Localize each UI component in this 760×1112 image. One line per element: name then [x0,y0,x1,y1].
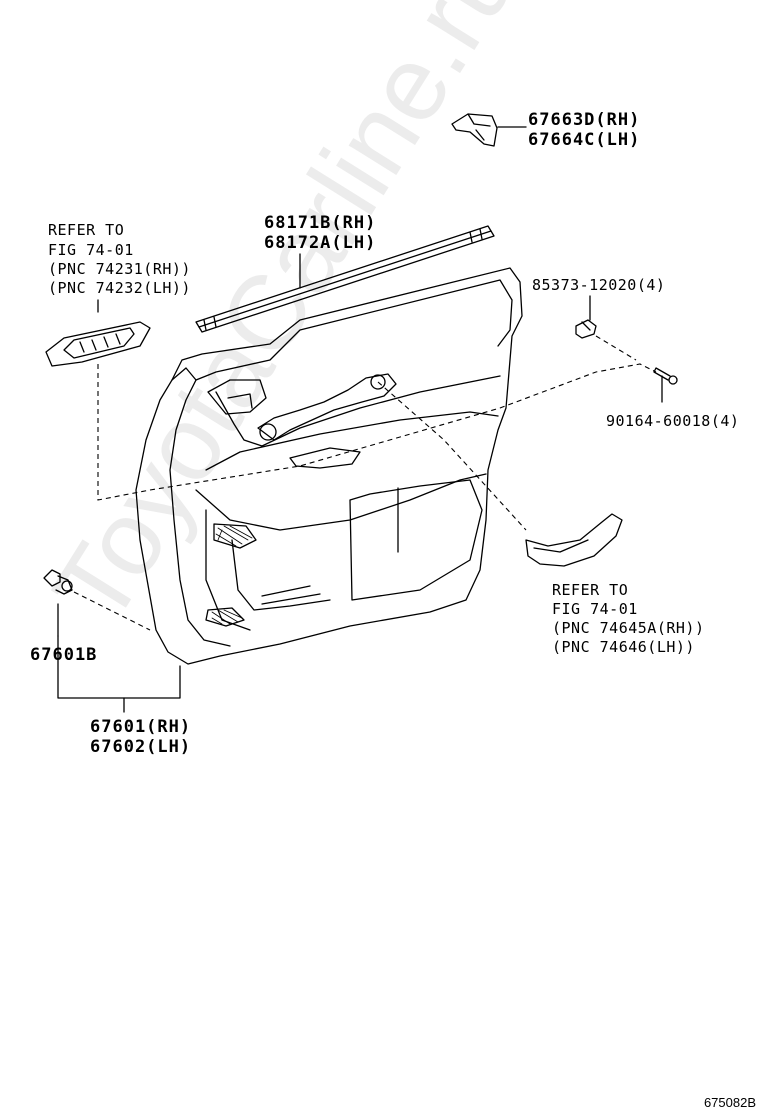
label-handle-refer-2: FIG 74-01 [552,600,638,618]
label-panel-lh: 67602(LH) [90,737,192,757]
door-pocket-lower [349,479,483,601]
label-switch-refer-3: (PNC 74231(RH)) [48,260,191,278]
label-weatherstrip-rh: 68171B(RH) [264,213,377,233]
label-handle-refer-1: REFER TO [552,581,629,599]
label-panel-rh: 67601(RH) [90,717,192,737]
screw-part [653,367,678,403]
label-screw: 90164-60018(4) [606,412,740,430]
door-panel-part [135,267,523,665]
label-handle-refer-4: (PNC 74646(LH)) [552,638,695,656]
leader-panel-bracket [57,635,181,699]
retainer-part [575,319,597,339]
label-weatherstrip-lh: 68172A(LH) [264,233,377,253]
label-handle-refer-3: (PNC 74645A(RH)) [552,619,705,637]
label-switch-refer-4: (PNC 74232(LH)) [48,279,191,297]
figure-number: 675082B [703,1095,756,1110]
speaker-grille-upper [213,523,257,549]
dashed-handle [377,381,527,531]
dashed-switch [97,364,151,501]
dashed-retainer [595,335,637,361]
dashed-screw-line [149,363,657,491]
label-clip-top-rh: 67663D(RH) [528,110,641,130]
inner-handle-area [257,373,397,441]
speaker-grille-lower [205,607,245,627]
door-clip-top-part [451,113,498,147]
weatherstrip-part [195,225,495,333]
label-clip-top-lh: 67664C(LH) [528,130,641,150]
clip-bottom-part [43,569,73,595]
label-retainer: 85373-12020(4) [532,276,666,294]
label-switch-refer-2: FIG 74-01 [48,241,134,259]
dashed-clip [73,591,151,631]
door-pocket-upper [207,379,267,415]
pull-handle-part [525,513,623,567]
label-switch-refer-1: REFER TO [48,221,125,239]
switch-base-part [45,321,151,367]
label-clip-bottom: 67601B [30,645,98,665]
